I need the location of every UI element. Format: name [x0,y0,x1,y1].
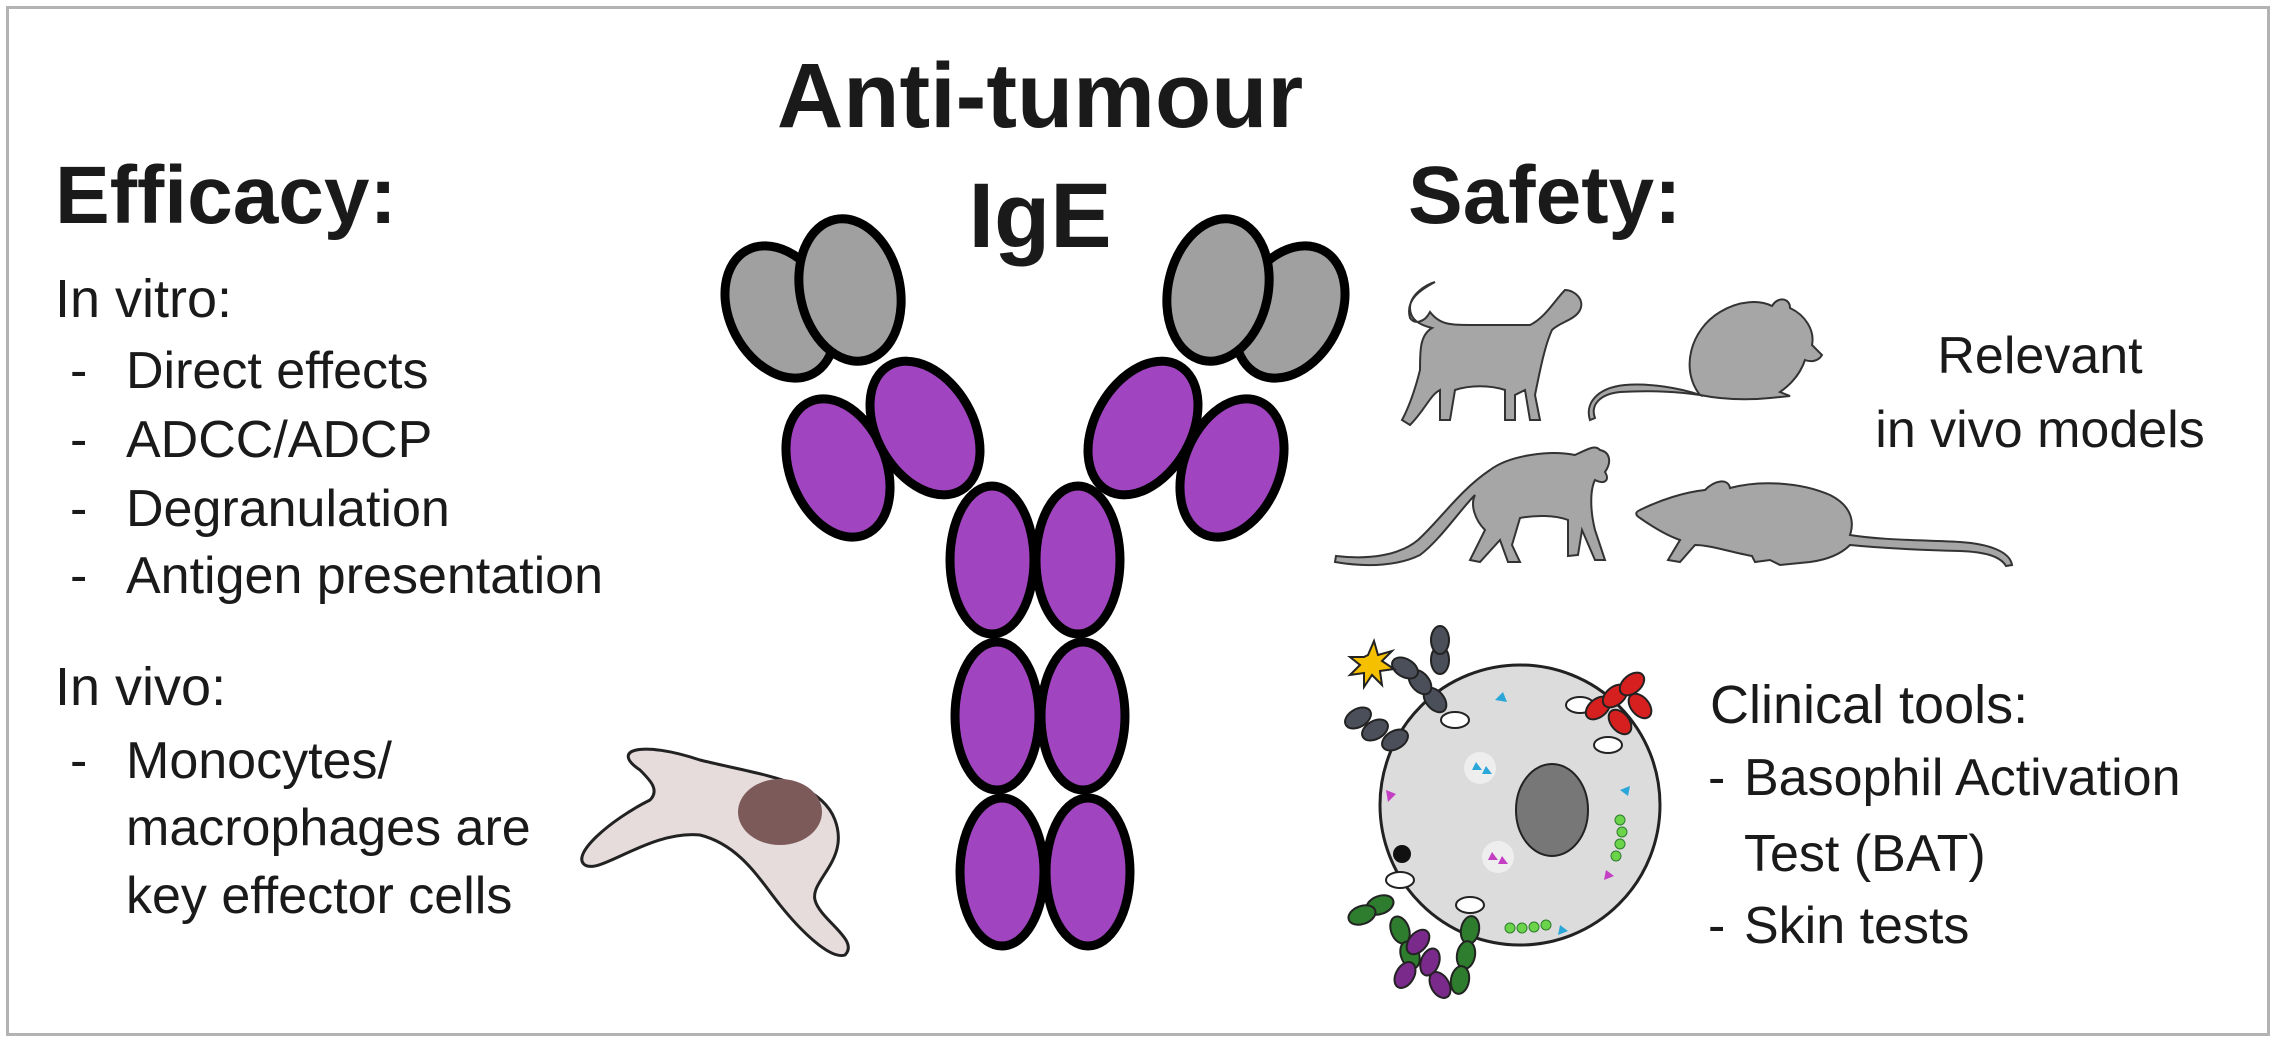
basophil-nucleus [1515,763,1589,857]
models-label-line-1: Relevant [1937,327,2143,385]
basophil-icon [1344,625,1662,999]
safety-heading: Safety: [1408,150,1682,241]
antibody-icon [720,214,1350,951]
macrophage-nucleus [738,779,822,845]
antigen-star [1347,638,1397,691]
figure-frame [6,6,2270,1036]
bound-ige-dark [1344,625,1450,752]
mouse-icon [1587,298,1824,422]
in-vivo-item: -Monocytes/ [70,732,392,790]
clinical-item: -Skin tests [1708,897,1970,955]
fab-light-domain [794,214,906,366]
models-label-line-2: in vivo models [1875,401,2205,459]
efficacy-heading: Efficacy: [55,150,397,241]
title-line-1: Anti-tumour [776,45,1304,147]
bound-ige-red [1584,671,1653,736]
in-vitro-item: -Degranulation [70,480,450,538]
macrophage-icon [580,747,850,957]
fc-domain [1041,793,1135,951]
clinical-item-cont: Test (BAT) [1744,825,1986,883]
fc-domain [1036,637,1130,795]
fab-light-domain [1162,214,1274,366]
rat-icon [1635,480,2014,568]
clinical-item: -Basophil Activation [1708,749,2181,807]
heavy-chain-domain [1083,356,1203,500]
fc-domain [950,637,1044,795]
in-vitro-label: In vitro: [55,269,233,329]
fc-domain [945,481,1039,639]
fc-domain [955,793,1049,951]
in-vivo-label: In vivo: [55,657,227,717]
dog-icon [1400,281,1583,427]
monkey-icon [1333,446,1611,567]
in-vitro-item: -Antigen presentation [70,547,604,605]
bound-ige-purple [1393,928,1452,999]
title-line-2: IgE [968,165,1112,267]
clinical-tools-label: Clinical tools: [1710,675,2029,735]
heavy-chain-domain [865,356,985,500]
in-vitro-item: -Direct effects [70,342,429,400]
in-vivo-item-cont: macrophages are [126,799,531,857]
in-vitro-item: -ADCC/ADCP [70,411,433,469]
fc-domain [1031,481,1125,639]
in-vivo-item-cont: key effector cells [126,867,513,925]
